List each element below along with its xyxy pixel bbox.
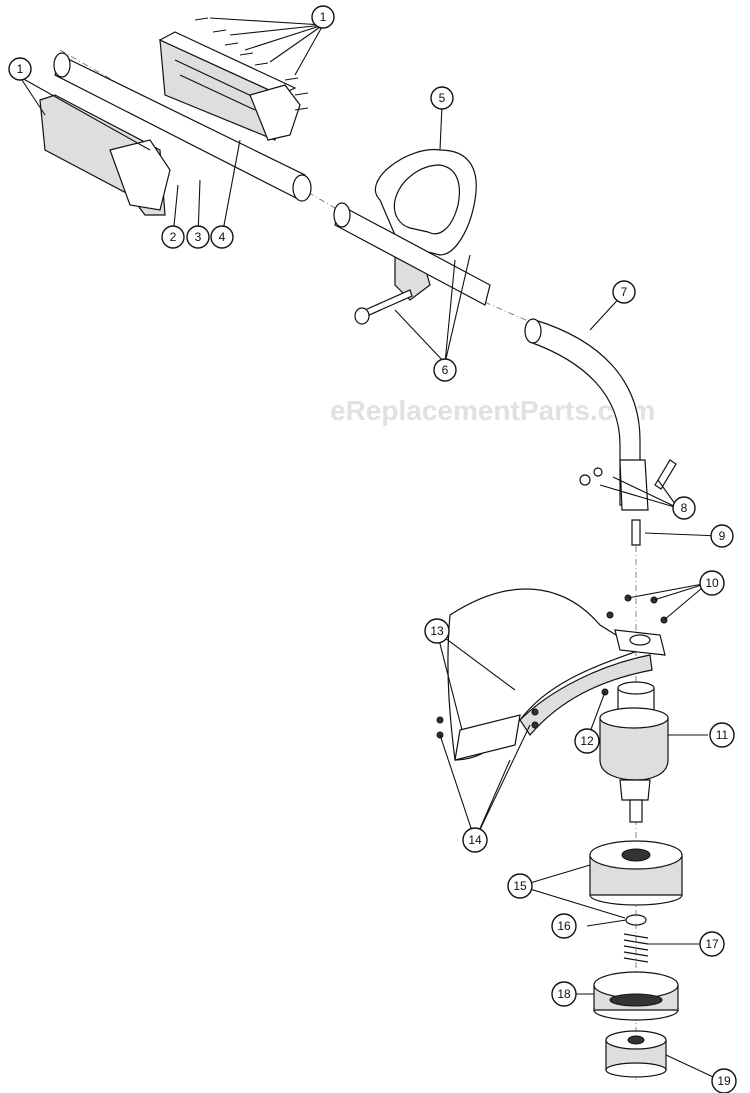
callout-label: 16 <box>557 919 571 933</box>
callout-6: 6 <box>433 358 457 382</box>
callout-label: 7 <box>621 285 628 299</box>
callout-label: 12 <box>580 734 594 748</box>
spool-housing <box>589 840 683 906</box>
washer <box>625 914 647 926</box>
mid-shaft <box>333 202 491 306</box>
callout-label: 4 <box>219 230 226 244</box>
callout-label: 10 <box>705 576 719 590</box>
callout-18: 18 <box>551 981 577 1007</box>
callout-label: 15 <box>513 879 527 893</box>
bump-knob <box>605 1030 667 1078</box>
callout-8: 8 <box>672 496 696 520</box>
callout-16: 16 <box>551 913 577 939</box>
throttle-handle <box>39 94 171 216</box>
assist-handle-bolt <box>354 289 413 325</box>
spring <box>623 933 649 963</box>
callout-label: 18 <box>557 987 571 1001</box>
callout-13: 13 <box>424 618 450 644</box>
housing-screws <box>194 17 309 111</box>
upper-shaft-assembly <box>53 31 312 202</box>
spool <box>593 971 679 1021</box>
callout-9: 9 <box>710 524 734 548</box>
callout-7: 7 <box>612 280 636 304</box>
clamp-bolt <box>579 459 677 490</box>
callout-15: 15 <box>507 873 533 899</box>
callout-label: 2 <box>170 230 177 244</box>
callout-17: 17 <box>699 931 725 957</box>
callout-19: 19 <box>711 1068 737 1093</box>
callout-label: 17 <box>705 937 719 951</box>
gear-head <box>599 681 669 823</box>
callout-label: 3 <box>195 230 202 244</box>
callout-label: 14 <box>468 833 482 847</box>
callout-label: 5 <box>439 91 446 105</box>
callout-5: 5 <box>430 86 454 110</box>
callout-label: 13 <box>430 624 444 638</box>
callout-label: 6 <box>442 363 449 377</box>
callout-label: 8 <box>681 501 688 515</box>
callout-12: 12 <box>574 728 600 754</box>
callout-11: 11 <box>709 722 735 748</box>
callout-label: 9 <box>719 529 726 543</box>
callout-label: 11 <box>716 728 729 742</box>
callout-1-left: 1 <box>8 57 32 81</box>
callout-2: 2 <box>161 225 185 249</box>
callout-3: 3 <box>186 225 210 249</box>
callout-14: 14 <box>462 827 488 853</box>
guard-bracket <box>614 629 666 656</box>
callout-1-top: 1 <box>311 5 335 29</box>
drive-pin <box>631 519 641 546</box>
callout-4: 4 <box>210 225 234 249</box>
trimmer-guard <box>447 588 653 761</box>
callout-label: 19 <box>717 1074 731 1088</box>
callout-label: 1 <box>17 62 24 76</box>
watermark-text: eReplacementParts.com <box>330 395 655 426</box>
callout-10: 10 <box>699 570 725 596</box>
callout-label: 1 <box>320 10 327 24</box>
